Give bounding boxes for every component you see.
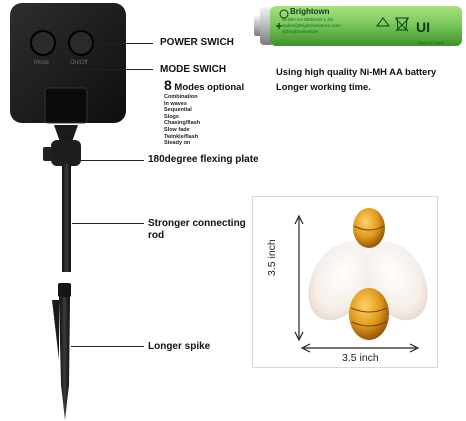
- connecting-rod: [62, 164, 71, 272]
- battery-spec: Ni-MH AA 800mAh 1.2V: [282, 18, 334, 23]
- bee-head-stripe: [353, 225, 385, 231]
- modes-heading: 8 Modes optional: [164, 77, 244, 95]
- spike-collar: [58, 283, 71, 297]
- rod-label-line1: Stronger connecting: [148, 218, 246, 229]
- flex-plate-leader: [80, 160, 144, 161]
- plus-icon: [276, 23, 282, 29]
- mode-item: Twinkle/flash: [164, 133, 199, 140]
- bee-light-illustration: [294, 208, 428, 353]
- power-button[interactable]: [68, 30, 94, 56]
- rod-label-line2: rod: [148, 230, 165, 241]
- bee-body: [349, 288, 389, 340]
- spike-label: Longer spike: [148, 341, 211, 352]
- flex-knob: [43, 147, 52, 161]
- cross-icon: [395, 18, 409, 32]
- power-switch-label: POWER SWICH: [160, 37, 234, 48]
- battery-description-line2: Longer working time.: [276, 81, 371, 92]
- battery-description-line1: Using high quality Ni-MH AA battery: [276, 66, 437, 77]
- spike-leader: [71, 346, 144, 347]
- power-switch-leader: [93, 43, 153, 44]
- height-arrow-top: [294, 214, 304, 225]
- height-dimension-label: 3.5 inch: [266, 239, 278, 276]
- battery-description: Using high quality Ni-MH AA battery Long…: [276, 64, 436, 94]
- height-arrow-bottom: [294, 331, 304, 342]
- flex-plate-label: 180degree flexing plate: [148, 154, 259, 165]
- bee-head: [353, 208, 385, 248]
- bin-icon: [395, 17, 409, 31]
- power-button-label: On/Off: [70, 60, 88, 66]
- mode-item: Steady on: [164, 140, 191, 147]
- battery-email: Sales@brightownstore.com: [282, 24, 341, 29]
- spike-fin: [52, 300, 59, 360]
- modes-count: 8: [164, 77, 172, 93]
- mode-button-label: Mode: [34, 60, 50, 66]
- solar-stake-illustration: [10, 3, 126, 420]
- mode-item: Combination: [164, 94, 198, 100]
- width-arrow-right: [409, 343, 420, 353]
- mode-item: Slogs: [164, 113, 179, 120]
- modes-list: Combination In waves Sequential Slogs Ch…: [164, 94, 200, 147]
- mode-item: Slow fade: [164, 126, 190, 133]
- modes-optional: Modes optional: [171, 82, 245, 93]
- battery-brand: Brightown: [290, 7, 330, 16]
- battery-origin: Made in China: [418, 40, 444, 45]
- width-arrow-left: [300, 343, 311, 353]
- mode-item: In waves: [164, 100, 187, 107]
- flex-plate: [54, 125, 78, 142]
- spike: [59, 297, 70, 420]
- ul-mark-icon: UI: [416, 19, 430, 35]
- battery-spec-block: Ni-MH AA 800mAh 1.2V Sales@brightownstor…: [282, 18, 341, 36]
- rod-leader: [72, 223, 144, 224]
- brand-logo-icon: [279, 9, 289, 19]
- battery-illustration: UI: [254, 6, 462, 46]
- battery-site: @brightownstore: [282, 30, 319, 35]
- mode-button[interactable]: [30, 30, 56, 56]
- bee-dimension-frame: [252, 196, 438, 368]
- flex-joint: [51, 140, 81, 166]
- recycle-icon: [376, 17, 390, 27]
- width-dimension-label: 3.5 inch: [342, 352, 379, 364]
- bee-body-stripe: [350, 307, 388, 327]
- mode-item: Sequential: [164, 107, 192, 114]
- battery-body: [270, 6, 462, 46]
- mode-switch-leader: [47, 69, 153, 70]
- box-mount: [44, 87, 88, 124]
- mode-item: Chasing/flash: [164, 120, 201, 127]
- mode-switch-label: MODE SWICH: [160, 64, 227, 75]
- rod-label: Stronger connecting rod: [148, 218, 246, 242]
